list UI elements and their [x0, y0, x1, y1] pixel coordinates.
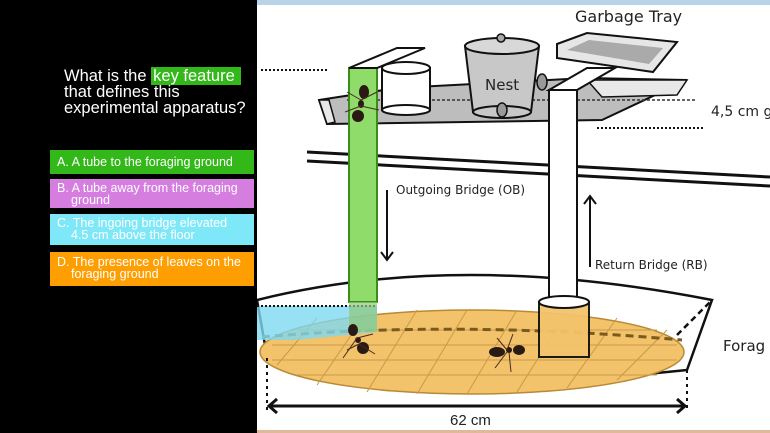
option-letter: A.	[57, 155, 69, 169]
option-text: The presence of leaves on the	[72, 255, 241, 269]
apparatus-diagram: Garbage Tray Nest 4,5 cm g Outgoing Brid…	[257, 0, 770, 433]
return-arrow-head	[583, 194, 597, 205]
rail-line	[306, 159, 770, 188]
sky-strip	[257, 0, 770, 5]
question-highlight: key feature	[151, 67, 241, 85]
ant-icon	[342, 324, 376, 359]
nest-hole	[496, 102, 508, 118]
foraging-label: Forag	[723, 337, 766, 355]
option-text-cont: foraging ground	[71, 267, 159, 281]
option-a[interactable]: A. A tube to the foraging ground	[50, 150, 254, 174]
question-text: What is the key feature that defines thi…	[64, 67, 254, 117]
option-text: A tube to the foraging ground	[71, 155, 233, 169]
option-text: The ingoing bridge elevated	[72, 216, 228, 230]
question-line-2: that defines this	[64, 83, 180, 101]
return-bridge	[548, 89, 578, 301]
small-cylinder-bottom	[381, 104, 431, 116]
dimension-arrow-left	[266, 397, 278, 415]
option-letter: D.	[57, 255, 70, 269]
outgoing-arrow-head	[380, 251, 394, 262]
tray-ledge	[585, 79, 689, 98]
nest-label: Nest	[485, 76, 520, 94]
option-text: A tube away from the foraging	[71, 181, 238, 195]
question-line-3: experimental apparatus?	[64, 99, 246, 117]
cyan-region	[257, 306, 377, 340]
option-letter: C.	[57, 216, 70, 230]
ant-icon	[344, 85, 380, 122]
dimension-arrow-right	[676, 397, 688, 415]
small-cylinder-top	[381, 61, 431, 75]
nest-hole	[536, 73, 548, 91]
garbage-tray-label: Garbage Tray	[575, 7, 683, 26]
outgoing-bridge-label: Outgoing Bridge (OB)	[396, 183, 526, 197]
outgoing-bridge-top	[348, 47, 426, 69]
option-c[interactable]: C. The ingoing bridge elevated 4.5 cm ab…	[50, 214, 254, 245]
diagram-svg	[257, 0, 770, 433]
height-label: 4,5 cm g	[711, 104, 770, 120]
ant-icon	[489, 333, 525, 373]
option-letter: B.	[57, 181, 69, 195]
option-text-cont: 4.5 cm above the floor	[71, 228, 195, 242]
dashed-wall-line	[676, 299, 713, 336]
bottom-strip	[257, 430, 770, 433]
option-d[interactable]: D. The presence of leaves on the foragin…	[50, 252, 254, 286]
return-bridge-base-top	[538, 295, 590, 309]
return-bridge-base	[538, 301, 590, 358]
rail-line	[306, 150, 770, 179]
option-text-cont: ground	[71, 193, 110, 207]
option-b[interactable]: B. A tube away from the foraging ground	[50, 179, 254, 208]
return-bridge-label: Return Bridge (RB)	[595, 258, 708, 272]
diameter-label: 62 cm	[450, 412, 491, 429]
garbage-tray-inner	[567, 40, 663, 64]
question-prefix: What is the	[64, 67, 147, 85]
return-bridge-top	[545, 67, 619, 91]
outgoing-bridge	[348, 67, 378, 303]
platform-edge	[317, 99, 336, 125]
question-panel: What is the key feature that defines thi…	[0, 0, 257, 433]
nest-knob	[496, 33, 506, 43]
